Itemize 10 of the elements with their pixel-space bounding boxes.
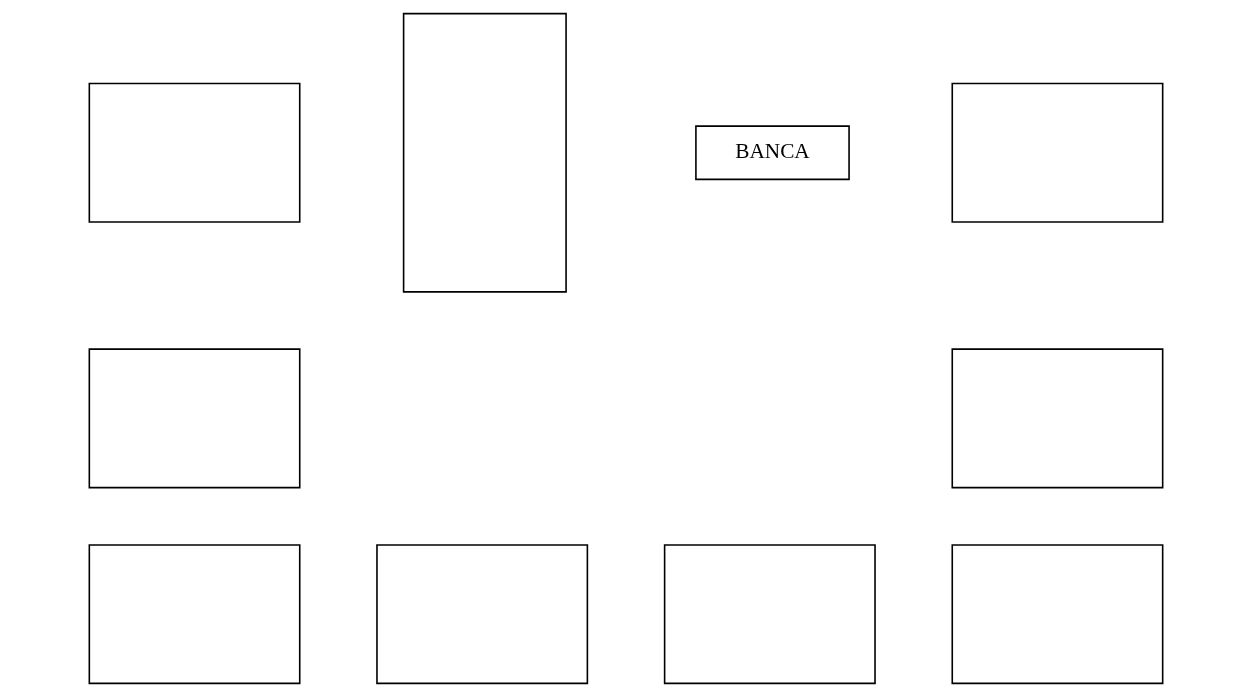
node-box — [951, 544, 1164, 685]
node-box — [88, 348, 301, 489]
node-box — [88, 544, 301, 685]
node-box — [663, 544, 876, 685]
node-box: BANCA — [695, 125, 850, 181]
node-box — [88, 82, 301, 223]
node-box — [376, 544, 589, 685]
node-box — [402, 12, 567, 293]
node-box — [951, 348, 1164, 489]
node-box — [951, 82, 1164, 223]
